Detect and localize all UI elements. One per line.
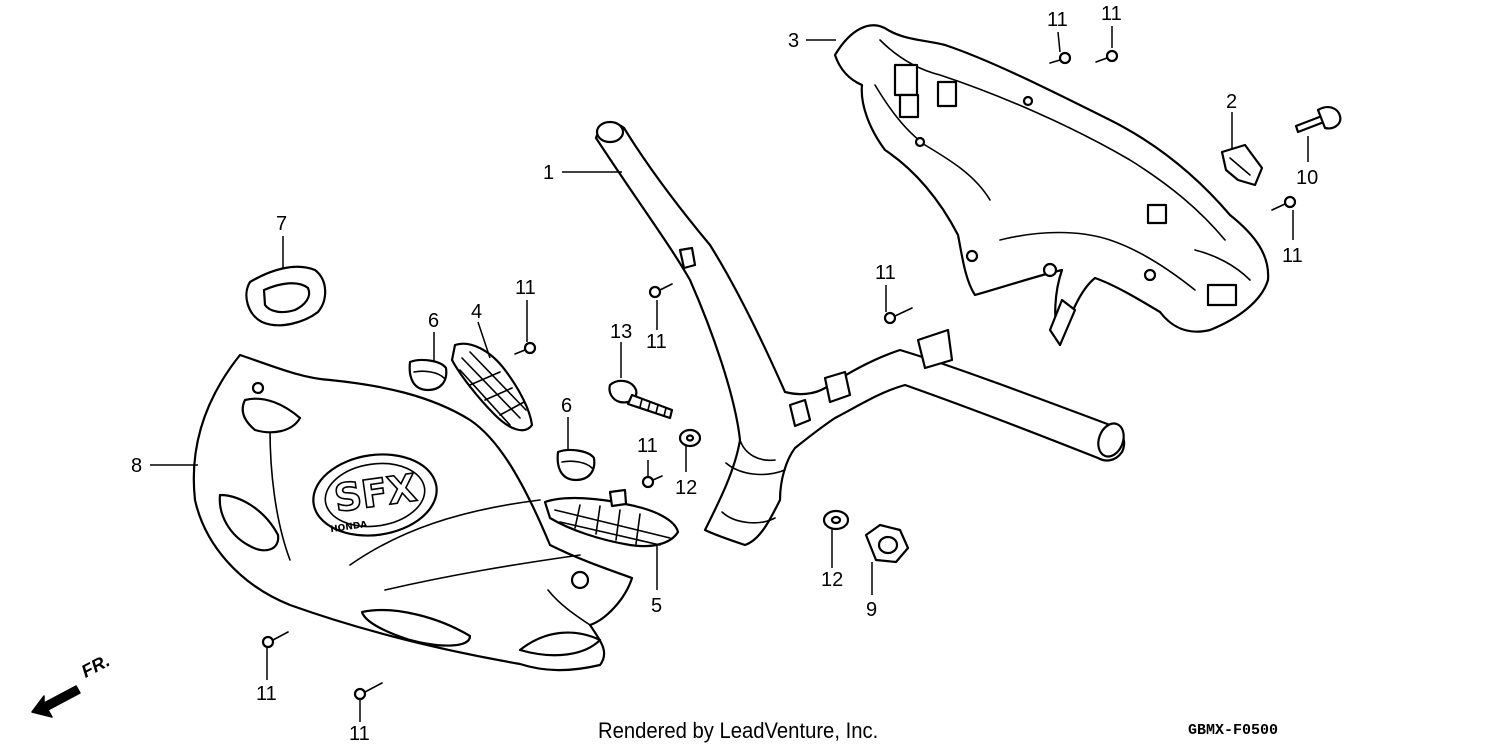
callout-12: 12 [821,569,843,591]
callout-7: 7 [276,213,287,235]
rear-handle-cover [833,24,1270,347]
callout-2: 2 [1226,91,1237,113]
screw-11g [641,475,663,489]
callout-11: 11 [256,683,277,705]
callout-12: 12 [675,477,697,499]
leader-lines [150,26,1309,722]
callout-10: 10 [1296,167,1318,189]
clip-upper [408,358,448,392]
screw-11c [1271,195,1297,211]
screw-11h [261,631,289,649]
nut-9 [864,523,910,564]
callout-11: 11 [637,435,658,457]
callout-6: 6 [428,310,439,332]
bracket-clip [1220,143,1264,187]
screw-11i [353,682,383,701]
indicator-lens [245,265,327,327]
front-handle-cover: SFX HONDA [192,353,634,672]
washer-12a-hole [685,434,695,442]
screw-11f [648,283,673,299]
callout-11: 11 [875,262,896,284]
screw-11e [514,341,537,355]
callout-labels: 1 2 3 4 5 6 6 7 8 9 10 11 11 11 11 11 11… [131,3,1318,745]
callout-11: 11 [1047,9,1068,31]
left-grille [450,342,534,432]
callout-8: 8 [131,455,142,477]
sfx-emblem: SFX HONDA [312,453,438,537]
front-direction-arrow-icon [31,685,81,718]
screw-11b [1095,49,1119,63]
render-credit: Rendered by LeadVenture, Inc. [598,718,879,743]
callout-3: 3 [788,30,799,52]
callout-11: 11 [1101,3,1122,25]
callout-6: 6 [561,395,572,417]
callout-11: 11 [515,277,536,299]
right-grille [543,488,680,548]
callout-11: 11 [646,331,667,353]
screw-11d [883,307,913,325]
clip-lower [556,448,596,482]
bolt-13 [608,379,674,420]
washer-12b-hole [830,515,842,525]
callout-11: 11 [1282,245,1303,267]
callout-1: 1 [543,162,554,184]
handlebar-pipe [594,120,1126,547]
callout-9: 9 [866,599,877,621]
callout-13: 13 [610,321,632,343]
callout-11: 11 [349,723,370,745]
callout-5: 5 [651,595,662,617]
callout-4: 4 [471,301,482,323]
diagram-code: GBMX-F0500 [1188,722,1279,739]
bolt-10 [1294,106,1342,134]
screw-11a [1049,51,1072,65]
